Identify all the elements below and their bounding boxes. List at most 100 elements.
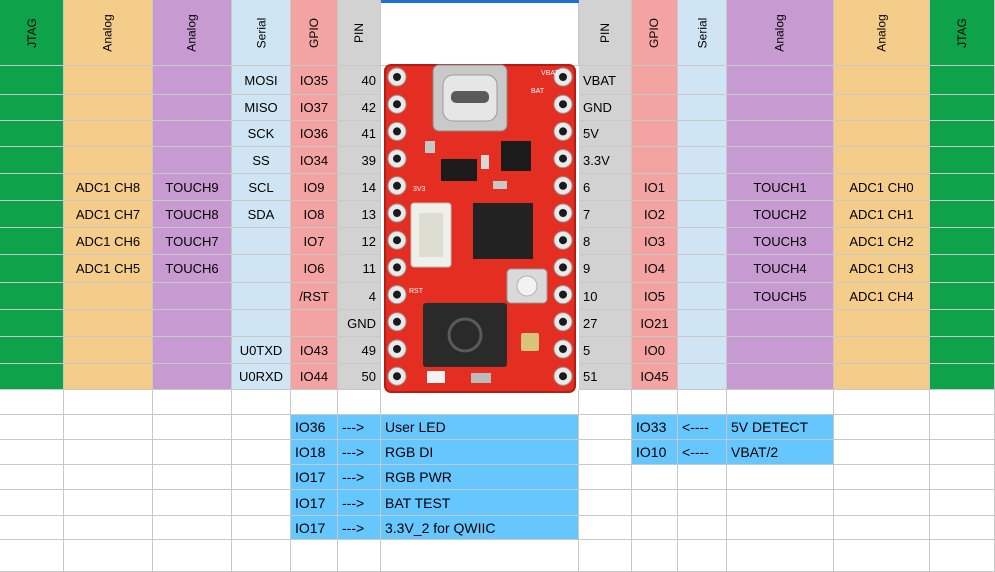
note-label-right-text: 5V DETECT	[731, 419, 809, 435]
gpio-cell-right: IO2	[632, 201, 678, 228]
empty-cell	[64, 440, 153, 465]
gpio-cell-right: IO21	[632, 310, 678, 337]
header-right-jtag: JTAG	[930, 0, 995, 66]
touch-cell	[153, 147, 232, 174]
serial-cell-right	[678, 121, 727, 147]
pin-hole-center-icon	[559, 100, 567, 109]
empty-cell	[579, 516, 632, 540]
touch-cell	[153, 283, 232, 310]
jtag-cell	[0, 364, 64, 390]
note-arrow-text: --->	[342, 519, 365, 536]
pin-hole-center-icon	[393, 127, 401, 136]
empty-cell	[64, 390, 153, 415]
empty-cell	[930, 390, 995, 415]
serial-cell-right	[678, 147, 727, 174]
gpio-cell: IO9	[291, 174, 338, 201]
adc-cell-right: ADC1 CH4	[834, 283, 930, 310]
serial-cell: MOSI	[232, 66, 291, 95]
adc-cell: ADC1 CH7	[64, 201, 153, 228]
small-chip-icon	[441, 159, 477, 181]
adc-cell	[64, 310, 153, 337]
pin-cell-right-text: 51	[583, 369, 598, 384]
adc-cell	[64, 66, 153, 95]
jtag-cell	[0, 147, 64, 174]
pin-cell-right-text: GND	[583, 100, 612, 115]
touch-cell-right	[727, 121, 834, 147]
pin-cell: 49	[338, 337, 381, 364]
led-icon	[427, 371, 445, 383]
jtag-cell	[0, 283, 64, 310]
gpio-cell-right-text: IO3	[644, 233, 665, 249]
adc-cell-text: ADC1 CH8	[75, 179, 141, 195]
note-io: IO17	[291, 490, 338, 516]
empty-cell	[930, 540, 995, 572]
empty-cell	[153, 440, 232, 465]
gpio-cell-text: IO34	[299, 152, 329, 168]
note-label-text: BAT TEST	[385, 494, 451, 511]
header-pin: PIN	[338, 0, 381, 66]
pin-cell-right: 51	[579, 364, 632, 390]
touch-cell-right	[727, 310, 834, 337]
empty-cell	[0, 540, 64, 572]
empty-cell	[579, 465, 632, 490]
gpio-cell-right-text: IO1	[644, 179, 665, 195]
serial-cell-text: MOSI	[244, 72, 278, 88]
antenna-connector-icon	[521, 333, 539, 351]
pin-hole-center-icon	[559, 154, 567, 163]
jtag-cell-right	[930, 228, 995, 255]
pin-cell-right-text: 6	[583, 179, 591, 195]
empty-cell	[153, 516, 232, 540]
gpio-cell-right	[632, 66, 678, 95]
gpio-cell-text: IO6	[303, 261, 325, 276]
serial-cell-right	[678, 66, 727, 95]
adc-cell-right: ADC1 CH3	[834, 255, 930, 283]
jtag-cell-right	[930, 337, 995, 364]
note-label-right: 5V DETECT	[727, 415, 834, 440]
serial-cell-text: MISO	[244, 100, 278, 115]
empty-cell	[930, 516, 995, 540]
pin-cell-text: 42	[361, 100, 376, 115]
adc-cell	[64, 95, 153, 121]
touch-cell: TOUCH6	[153, 255, 232, 283]
empty-cell	[834, 390, 930, 415]
jtag-cell	[0, 228, 64, 255]
silk-bat: BAT	[531, 88, 545, 95]
touch-cell-right-text: TOUCH2	[753, 206, 807, 222]
note-io-right: IO33	[632, 415, 678, 440]
pin-hole-center-icon	[393, 317, 401, 326]
jtag-cell-right	[930, 147, 995, 174]
touch-cell-right	[727, 66, 834, 95]
header-right-analog: Analog	[727, 0, 834, 66]
touch-cell-text: TOUCH9	[165, 179, 219, 195]
serial-cell-text: U0RXD	[238, 369, 284, 384]
jtag-cell-right	[930, 66, 995, 95]
empty-cell	[64, 490, 153, 516]
jtag-cell	[0, 255, 64, 283]
empty-cell	[0, 440, 64, 465]
empty-cell	[632, 540, 678, 572]
pin-cell-right: 7	[579, 201, 632, 228]
note-label-text: User LED	[385, 419, 446, 435]
empty-cell	[632, 516, 678, 540]
note-io-text: IO36	[295, 419, 326, 435]
pin-hole-center-icon	[393, 263, 401, 272]
empty-cell	[0, 390, 64, 415]
pin-hole-center-icon	[393, 372, 401, 381]
empty-cell	[381, 390, 579, 415]
jtag-cell	[0, 121, 64, 147]
adc-cell-right	[834, 337, 930, 364]
serial-cell: SDA	[232, 201, 291, 228]
gpio-cell-right-text: IO45	[640, 369, 669, 384]
empty-cell	[232, 415, 291, 440]
pin-cell-text: 49	[361, 342, 376, 358]
touch-cell-right-text: TOUCH4	[753, 261, 807, 276]
gpio-cell-right: IO0	[632, 337, 678, 364]
pin-cell-right-text: 10	[583, 288, 598, 304]
gpio-cell: IO43	[291, 337, 338, 364]
header-right-serial: Serial	[678, 0, 727, 66]
regulator-chip-icon	[501, 141, 531, 171]
serial-cell: MISO	[232, 95, 291, 121]
jtag-cell-right	[930, 95, 995, 121]
note-io-right: IO10	[632, 440, 678, 465]
pin-cell-text: 40	[361, 72, 376, 88]
